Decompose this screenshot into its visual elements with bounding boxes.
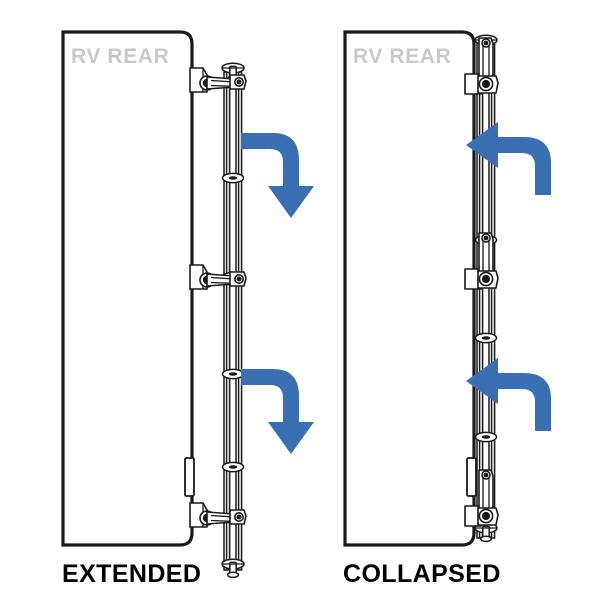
state-label-collapsed: COLLAPSED bbox=[343, 560, 501, 588]
ladder-rails-extended bbox=[223, 71, 243, 571]
rv-rear-panel-extended bbox=[61, 30, 194, 547]
motion-arrow-extended-lower bbox=[241, 369, 314, 454]
motion-arrow-collapsed-lower bbox=[466, 358, 551, 431]
rv-rear-panel-collapsed bbox=[343, 30, 476, 547]
state-label-extended: EXTENDED bbox=[62, 560, 201, 588]
latch-tab-extended bbox=[184, 457, 195, 497]
latch-tab-collapsed bbox=[466, 457, 477, 497]
motion-arrow-collapsed-upper bbox=[466, 122, 551, 195]
rv-rear-label-collapsed: RV REAR bbox=[353, 45, 451, 68]
motion-arrow-extended-upper bbox=[241, 133, 314, 218]
view-collapsed: RV REAR bbox=[343, 30, 551, 588]
ladder-rails-collapsed bbox=[476, 41, 496, 539]
rv-rear-label-extended: RV REAR bbox=[71, 45, 169, 68]
view-extended: RV REAR bbox=[61, 30, 314, 588]
